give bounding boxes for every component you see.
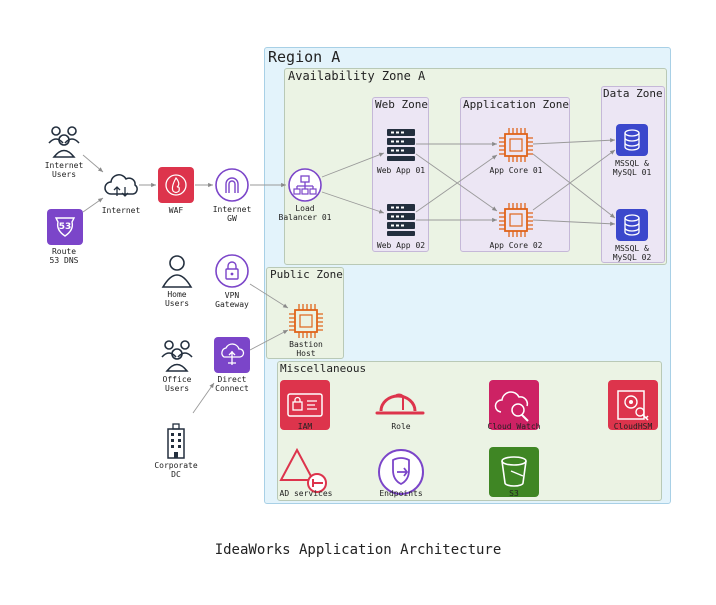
s3-label: S3 (509, 489, 519, 498)
cloudhsm-node[interactable] (608, 380, 658, 430)
database-01-node[interactable] (616, 124, 648, 156)
bastion-host-label: Bastion Host (289, 340, 323, 358)
database-01-label: MSSQL & MySQL 01 (612, 159, 652, 177)
public-zone-title: Public Zone (270, 268, 343, 281)
cloudhsm-label: CloudHSM (613, 422, 653, 431)
iam-label: IAM (297, 422, 313, 431)
role-label: Role (391, 422, 411, 431)
s3-bucket-icon (501, 456, 527, 487)
endpoints-icon[interactable] (376, 447, 426, 497)
internet-cloud-icon (104, 174, 138, 197)
web-app-01-server-icon[interactable] (386, 128, 416, 162)
miscellaneous-title: Miscellaneous (280, 362, 367, 375)
route53-badge: 53 (58, 222, 72, 232)
office-users-label: Office Users (162, 375, 192, 393)
load-balancer-label: Load Balancer 01 (278, 204, 332, 222)
edge-core01-to-db02 (532, 153, 616, 219)
internet-gateway-icon[interactable] (214, 167, 250, 203)
s3-node[interactable] (489, 447, 539, 497)
edge-web01-to-core02 (415, 153, 498, 212)
edge-vpn-to-bastion (249, 283, 289, 309)
public-zone-container (266, 267, 344, 359)
edge-core02-to-db01 (532, 149, 616, 211)
waf-node[interactable] (158, 167, 194, 203)
app-core-01-label: App Core 01 (489, 166, 543, 175)
waf-label: WAF (168, 206, 184, 215)
cloudwatch-icon (494, 391, 529, 422)
home-users-icon (161, 255, 193, 288)
edge-core01-to-db01 (532, 138, 616, 145)
corporate-dc-building-icon (167, 423, 185, 459)
load-balancer-icon[interactable] (287, 167, 323, 203)
app-core-01-chip-icon[interactable] (498, 127, 534, 163)
edge-web02-to-core01 (415, 154, 498, 213)
miscellaneous-container (277, 361, 662, 501)
vpn-gateway-label: VPN Gateway (215, 291, 249, 309)
edge-lb-to-web-app-01 (321, 152, 385, 178)
firewall-icon (165, 174, 187, 196)
edge-direct-connect-to-bastion (249, 329, 289, 351)
web-zone-title: Web Zone (375, 98, 428, 111)
office-users-icon (161, 340, 193, 372)
app-core-02-chip-icon[interactable] (498, 202, 534, 238)
app-core-02-label: App Core 02 (489, 241, 543, 250)
availability-zone-title: Availability Zone A (288, 69, 426, 83)
edge-core02-to-db02 (532, 219, 616, 226)
edge-internet-users-to-internet (82, 154, 104, 173)
cloudhsm-icon (617, 390, 649, 421)
route53-icon (54, 217, 76, 237)
edge-lb-to-web-app-02 (321, 191, 385, 214)
web-app-02-server-icon[interactable] (386, 203, 416, 237)
ad-services-label: AD services (279, 489, 333, 498)
direct-connect-icon (221, 343, 245, 365)
direct-connect-label: Direct Connect (215, 375, 249, 393)
vpn-gateway-icon[interactable] (214, 253, 250, 289)
route53-node[interactable]: 53 (47, 209, 83, 245)
bastion-host-chip-icon[interactable] (288, 303, 324, 339)
route53-label: Route 53 DNS (49, 247, 79, 265)
endpoints-label: Endpoints (379, 489, 423, 498)
ad-services-icon[interactable] (279, 447, 333, 497)
edge-route53-to-internet (82, 197, 104, 213)
database-icon (624, 129, 640, 151)
diagram-caption: IdeaWorks Application Architecture (214, 542, 502, 558)
database-02-node[interactable] (616, 209, 648, 241)
role-hardhat-icon[interactable] (375, 385, 427, 421)
home-users-label: Home Users (164, 290, 190, 308)
database-02-label: MSSQL & MySQL 02 (612, 244, 652, 262)
database-icon (624, 214, 640, 236)
application-zone-title: Application Zone (463, 98, 569, 111)
corporate-dc-label: Corporate DC (154, 461, 198, 479)
internet-label: Internet (101, 206, 141, 215)
internet-users-label: Internet Users (44, 161, 84, 179)
web-app-01-label: Web App 01 (376, 166, 426, 175)
iam-id-card-icon (287, 393, 323, 417)
web-app-02-label: Web App 02 (376, 241, 426, 250)
cloudwatch-label: Cloud Watch (487, 422, 541, 431)
internet-users-icon (48, 126, 80, 158)
edge-corporate-dc-to-direct-connect (192, 382, 215, 414)
data-zone-title: Data Zone (603, 87, 663, 100)
region-a-title: Region A (268, 48, 341, 66)
direct-connect-node[interactable] (214, 337, 250, 373)
iam-node[interactable] (280, 380, 330, 430)
cloudwatch-node[interactable] (489, 380, 539, 430)
internet-gw-label: Internet GW (212, 205, 252, 223)
